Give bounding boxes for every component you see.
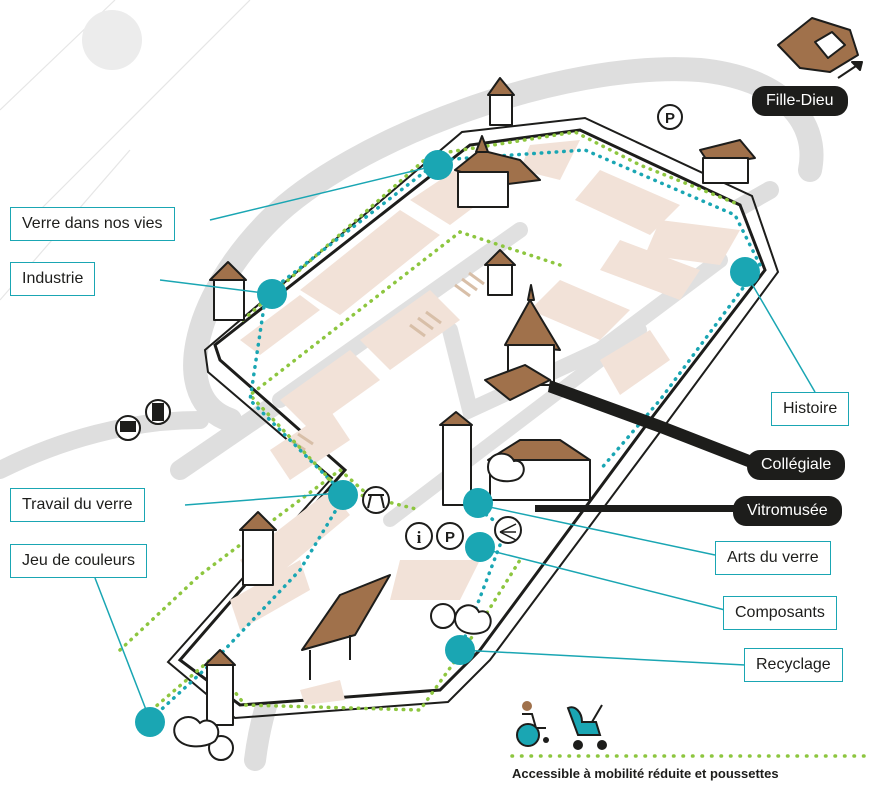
marker-verre-dans-nos-vies [423,150,453,180]
connector-bars [535,380,750,512]
place-label-vitromusee[interactable]: Vitromusée [733,496,842,526]
station-label-industrie[interactable]: Industrie [10,262,96,296]
svg-text:P: P [445,529,455,546]
train-icon [115,415,141,441]
decorative-circle [82,10,142,70]
market-hall [301,574,391,680]
picnic-icon [362,486,390,514]
tower-south-east [439,411,473,506]
marker-histoire [730,257,760,287]
tower-west-south [239,511,277,586]
chapel-north [454,135,541,208]
station-label-jeu-de-couleurs[interactable]: Jeu de couleurs [10,544,147,578]
station-label-travail-du-verre[interactable]: Travail du verre [10,488,145,522]
accessibility-legend-text: Accessible à mobilité réduite et pousset… [512,766,779,781]
collegiale-building [484,284,561,401]
fille-dieu-building [699,139,756,184]
stroller-icon [566,704,607,750]
station-label-composants[interactable]: Composants [723,596,837,630]
station-label-arts-du-verre[interactable]: Arts du verre [715,541,831,575]
parking-icon: P [436,522,464,550]
marker-recyclage [445,635,475,665]
place-label-fille-dieu[interactable]: Fille-Dieu [752,86,848,116]
marker-composants [465,532,495,562]
station-label-histoire[interactable]: Histoire [771,392,850,426]
station-label-verre-dans-nos-vies[interactable]: Verre dans nos vies [10,207,175,241]
tower-center [484,249,516,296]
callout-lines [94,164,816,721]
place-label-collegiale[interactable]: Collégiale [747,450,846,480]
wheelchair-icon [516,701,549,747]
blue-walking-route [148,148,763,722]
fille-dieu-illustration [777,17,863,79]
svg-text:P: P [665,110,675,127]
marker-arts-du-verre [463,488,493,518]
bus-icon [145,399,171,425]
svg-text:i: i [417,528,422,547]
trees-icon [173,452,525,748]
marker-travail-du-verre [328,480,358,510]
marker-jeu-de-couleurs [135,707,165,737]
playground-icon [494,516,522,544]
tower-north [487,77,515,126]
station-markers[interactable] [135,150,760,737]
parking-icon: P [657,104,683,130]
tower-south [204,649,236,726]
info-icon: i [405,522,433,550]
station-label-recyclage[interactable]: Recyclage [744,648,843,682]
marker-industrie [257,279,287,309]
